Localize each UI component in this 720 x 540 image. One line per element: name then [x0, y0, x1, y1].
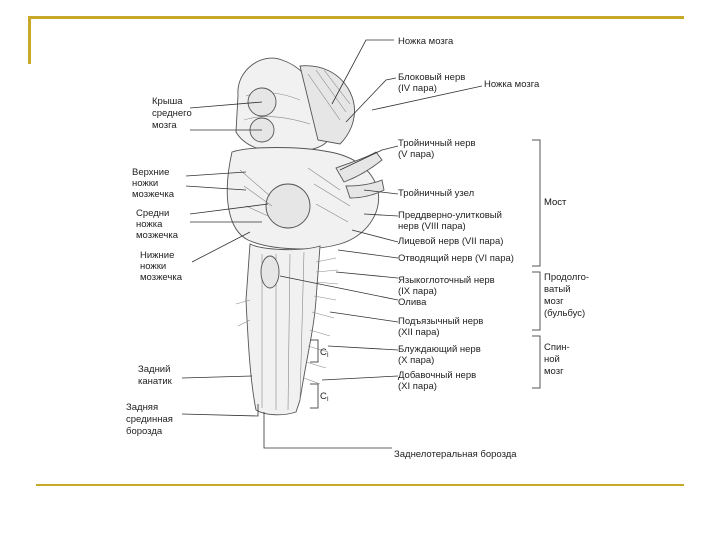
- label-medulla-1: Продолго-: [544, 272, 589, 283]
- label-posterolateral-groove: Заднелотеральная борозда: [394, 449, 517, 460]
- label-tectum-3: мозга: [152, 120, 177, 131]
- label-accessory-2: (XI пара): [398, 381, 437, 392]
- label-superior-peduncles-1: Верхние: [132, 167, 169, 178]
- label-middle-peduncle-2: ножка: [136, 219, 163, 230]
- label-accessory-1: Добавочный нерв: [398, 370, 476, 381]
- label-trochlear-nerve: Блоковый нерв: [398, 72, 465, 83]
- segment-markers: CI CI: [320, 347, 329, 403]
- labels-regions: Мост Продолго- ватый мозг (бульбус) Спин…: [544, 197, 589, 377]
- label-posterior-median-1: Задняя: [126, 402, 158, 413]
- label-abducens-nerve: Отводящий нерв (VI пара): [398, 253, 514, 264]
- label-hypoglossal-2: (XII пара): [398, 327, 440, 338]
- label-spinal-cord-1: Спин-: [544, 342, 570, 353]
- label-segment-c1-b: CI: [320, 391, 329, 403]
- label-medulla-3: мозг: [544, 296, 564, 307]
- label-vestibulocochlear-1: Преддверно-улитковый: [398, 210, 502, 221]
- label-spinal-cord-3: мозг: [544, 366, 564, 377]
- label-inferior-peduncles-3: мозжечка: [140, 272, 183, 283]
- label-segment-c1-a: CI: [320, 347, 329, 359]
- label-tectum-1: Крыша: [152, 96, 183, 107]
- label-tectum-2: среднего: [152, 108, 192, 119]
- label-spinal-cord-2: ной: [544, 354, 560, 365]
- label-posterior-median-2: срединная: [126, 414, 173, 425]
- label-cerebral-peduncle-right: Ножка мозга: [484, 79, 540, 90]
- label-trigeminal-pair: (V пара): [398, 149, 434, 160]
- label-superior-peduncles-3: мозжечка: [132, 189, 175, 200]
- label-trigeminal-nerve: Тройничный нерв: [398, 138, 476, 149]
- label-middle-peduncle-1: Средни: [136, 208, 169, 219]
- labels-right: Ножка мозга Блоковый нерв (IV пара) Ножк…: [394, 36, 540, 460]
- labels-left: Крыша среднего мозга Верхние ножки мозже…: [126, 96, 192, 437]
- label-superior-peduncles-2: ножки: [132, 178, 158, 189]
- label-hypoglossal-1: Подъязычный нерв: [398, 316, 483, 327]
- label-pons: Мост: [544, 197, 567, 208]
- label-middle-peduncle-3: мозжечка: [136, 230, 179, 241]
- label-posterior-canal-2: канатик: [138, 376, 173, 387]
- label-posterior-median-3: борозда: [126, 426, 163, 437]
- label-posterior-canal-1: Задний: [138, 364, 170, 375]
- label-trigeminal-ganglion: Тройничный узел: [398, 188, 474, 199]
- label-medulla-4: (бульбус): [544, 308, 585, 319]
- label-vagus-1: Блуждающий нерв: [398, 344, 481, 355]
- label-inferior-peduncles-2: ножки: [140, 261, 166, 272]
- label-vestibulocochlear-2: нерв (VIII пара): [398, 221, 466, 232]
- label-trochlear-pair: (IV пара): [398, 83, 437, 94]
- label-vagus-2: (X пара): [398, 355, 434, 366]
- label-cerebral-peduncle-top: Ножка мозга: [398, 36, 454, 47]
- label-olive: Олива: [398, 297, 427, 308]
- brainstem-illustration: [227, 58, 384, 415]
- label-glossopharyngeal-2: (IX пара): [398, 286, 437, 297]
- label-inferior-peduncles-1: Нижние: [140, 250, 174, 261]
- label-glossopharyngeal-1: Языкоглоточный нерв: [398, 275, 495, 286]
- label-facial-nerve: Лицевой нерв (VII пара): [398, 236, 503, 247]
- label-medulla-2: ватый: [544, 284, 571, 295]
